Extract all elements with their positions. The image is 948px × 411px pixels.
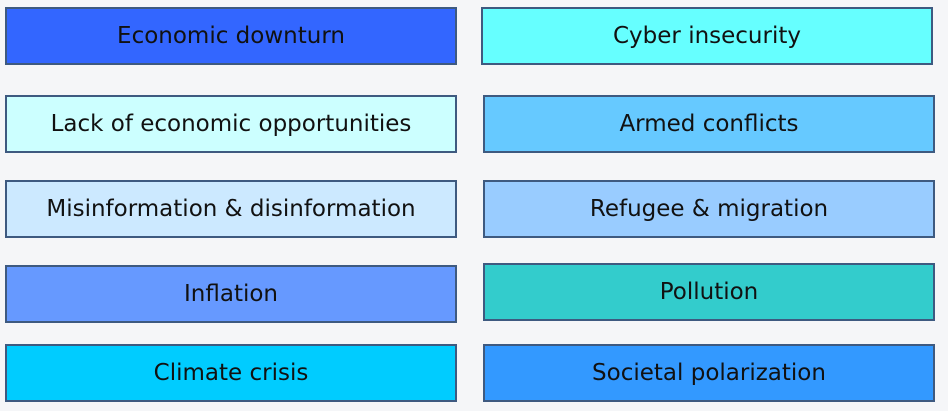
risk-box-climate-crisis: Climate crisis — [5, 344, 457, 402]
risk-label: Economic downturn — [117, 23, 345, 49]
risk-box-inflation: Inflation — [5, 265, 457, 323]
risk-box-economic-downturn: Economic downturn — [5, 7, 457, 65]
risk-box-pollution: Pollution — [483, 263, 935, 321]
risk-label: Cyber insecurity — [613, 23, 801, 49]
risk-label: Lack of economic opportunities — [50, 111, 412, 137]
risk-label: Armed conflicts — [619, 111, 799, 137]
risk-label: Societal polarization — [592, 360, 826, 386]
risk-box-armed-conflicts: Armed conflicts — [483, 95, 935, 153]
risk-label: Pollution — [659, 279, 759, 305]
risk-box-societal-polarization: Societal polarization — [483, 344, 935, 402]
risk-box-lack-of-economic-opportunities: Lack of economic opportunities — [5, 95, 457, 153]
risk-label: Climate crisis — [153, 360, 309, 386]
risk-box-cyber-insecurity: Cyber insecurity — [481, 7, 933, 65]
risk-label: Inflation — [184, 281, 278, 307]
risk-box-misinformation: Misinformation & disinformation — [5, 180, 457, 238]
risk-label: Misinformation & disinformation — [46, 196, 416, 222]
risk-label: Refugee & migration — [589, 196, 829, 222]
risk-box-refugee-migration: Refugee & migration — [483, 180, 935, 238]
